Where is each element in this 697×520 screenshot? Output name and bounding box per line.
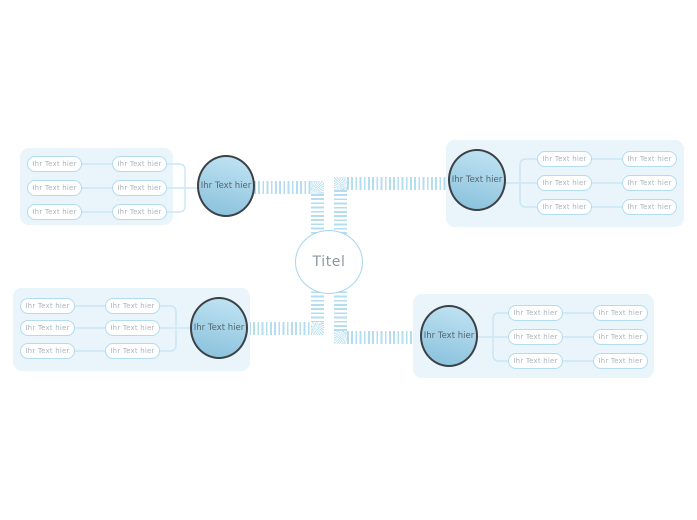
subtopic-pill[interactable]: Ihr Text hier — [105, 298, 160, 314]
subtopic-pill[interactable]: Ihr Text hier — [20, 320, 75, 336]
ribbon-bottom-right-elbow — [334, 331, 347, 344]
subtopic-pill[interactable]: Ihr Text hier — [508, 329, 563, 345]
subtopic-pill[interactable]: Ihr Text hier — [508, 305, 563, 321]
subtopic-pill[interactable]: Ihr Text hier — [593, 305, 648, 321]
subtopic-pill[interactable]: Ihr Text hier — [112, 156, 167, 172]
subtopic-pill[interactable]: Ihr Text hier — [105, 343, 160, 359]
subtopic-pill[interactable]: Ihr Text hier — [508, 353, 563, 369]
ribbon-top-right-horizontal — [347, 177, 446, 190]
subtopic-pill[interactable]: Ihr Text hier — [622, 199, 677, 215]
subtopic-pill[interactable]: Ihr Text hier — [537, 175, 592, 191]
subtopic-pill[interactable]: Ihr Text hier — [27, 156, 82, 172]
subtopic-pill[interactable]: Ihr Text hier — [537, 199, 592, 215]
subtopic-pill[interactable]: Ihr Text hier — [622, 175, 677, 191]
subtopic-pill[interactable]: Ihr Text hier — [622, 151, 677, 167]
subtopic-pill[interactable]: Ihr Text hier — [20, 343, 75, 359]
ribbon-bottom-left-elbow — [311, 322, 324, 335]
ribbon-bottom-right-horizontal — [347, 331, 413, 344]
branch-node-bottom-right[interactable]: Ihr Text hier — [420, 305, 478, 367]
branch-node-bottom-left[interactable]: Ihr Text hier — [190, 297, 248, 359]
subtopic-pill[interactable]: Ihr Text hier — [27, 204, 82, 220]
ribbon-top-left-horizontal — [254, 181, 311, 194]
subtopic-pill[interactable]: Ihr Text hier — [27, 180, 82, 196]
subtopic-pill[interactable]: Ihr Text hier — [593, 353, 648, 369]
ribbon-top-right-elbow — [334, 177, 347, 190]
subtopic-pill[interactable]: Ihr Text hier — [20, 298, 75, 314]
subtopic-pill[interactable]: Ihr Text hier — [593, 329, 648, 345]
ribbon-top-left-elbow — [311, 181, 324, 194]
subtopic-pill[interactable]: Ihr Text hier — [537, 151, 592, 167]
branch-node-top-right[interactable]: Ihr Text hier — [448, 149, 506, 211]
subtopic-pill[interactable]: Ihr Text hier — [112, 180, 167, 196]
subtopic-pill[interactable]: Ihr Text hier — [112, 204, 167, 220]
ribbon-bottom-left-horizontal — [249, 322, 311, 335]
branch-node-top-left[interactable]: Ihr Text hier — [197, 155, 255, 217]
central-node[interactable]: Titel — [295, 230, 363, 294]
subtopic-pill[interactable]: Ihr Text hier — [105, 320, 160, 336]
